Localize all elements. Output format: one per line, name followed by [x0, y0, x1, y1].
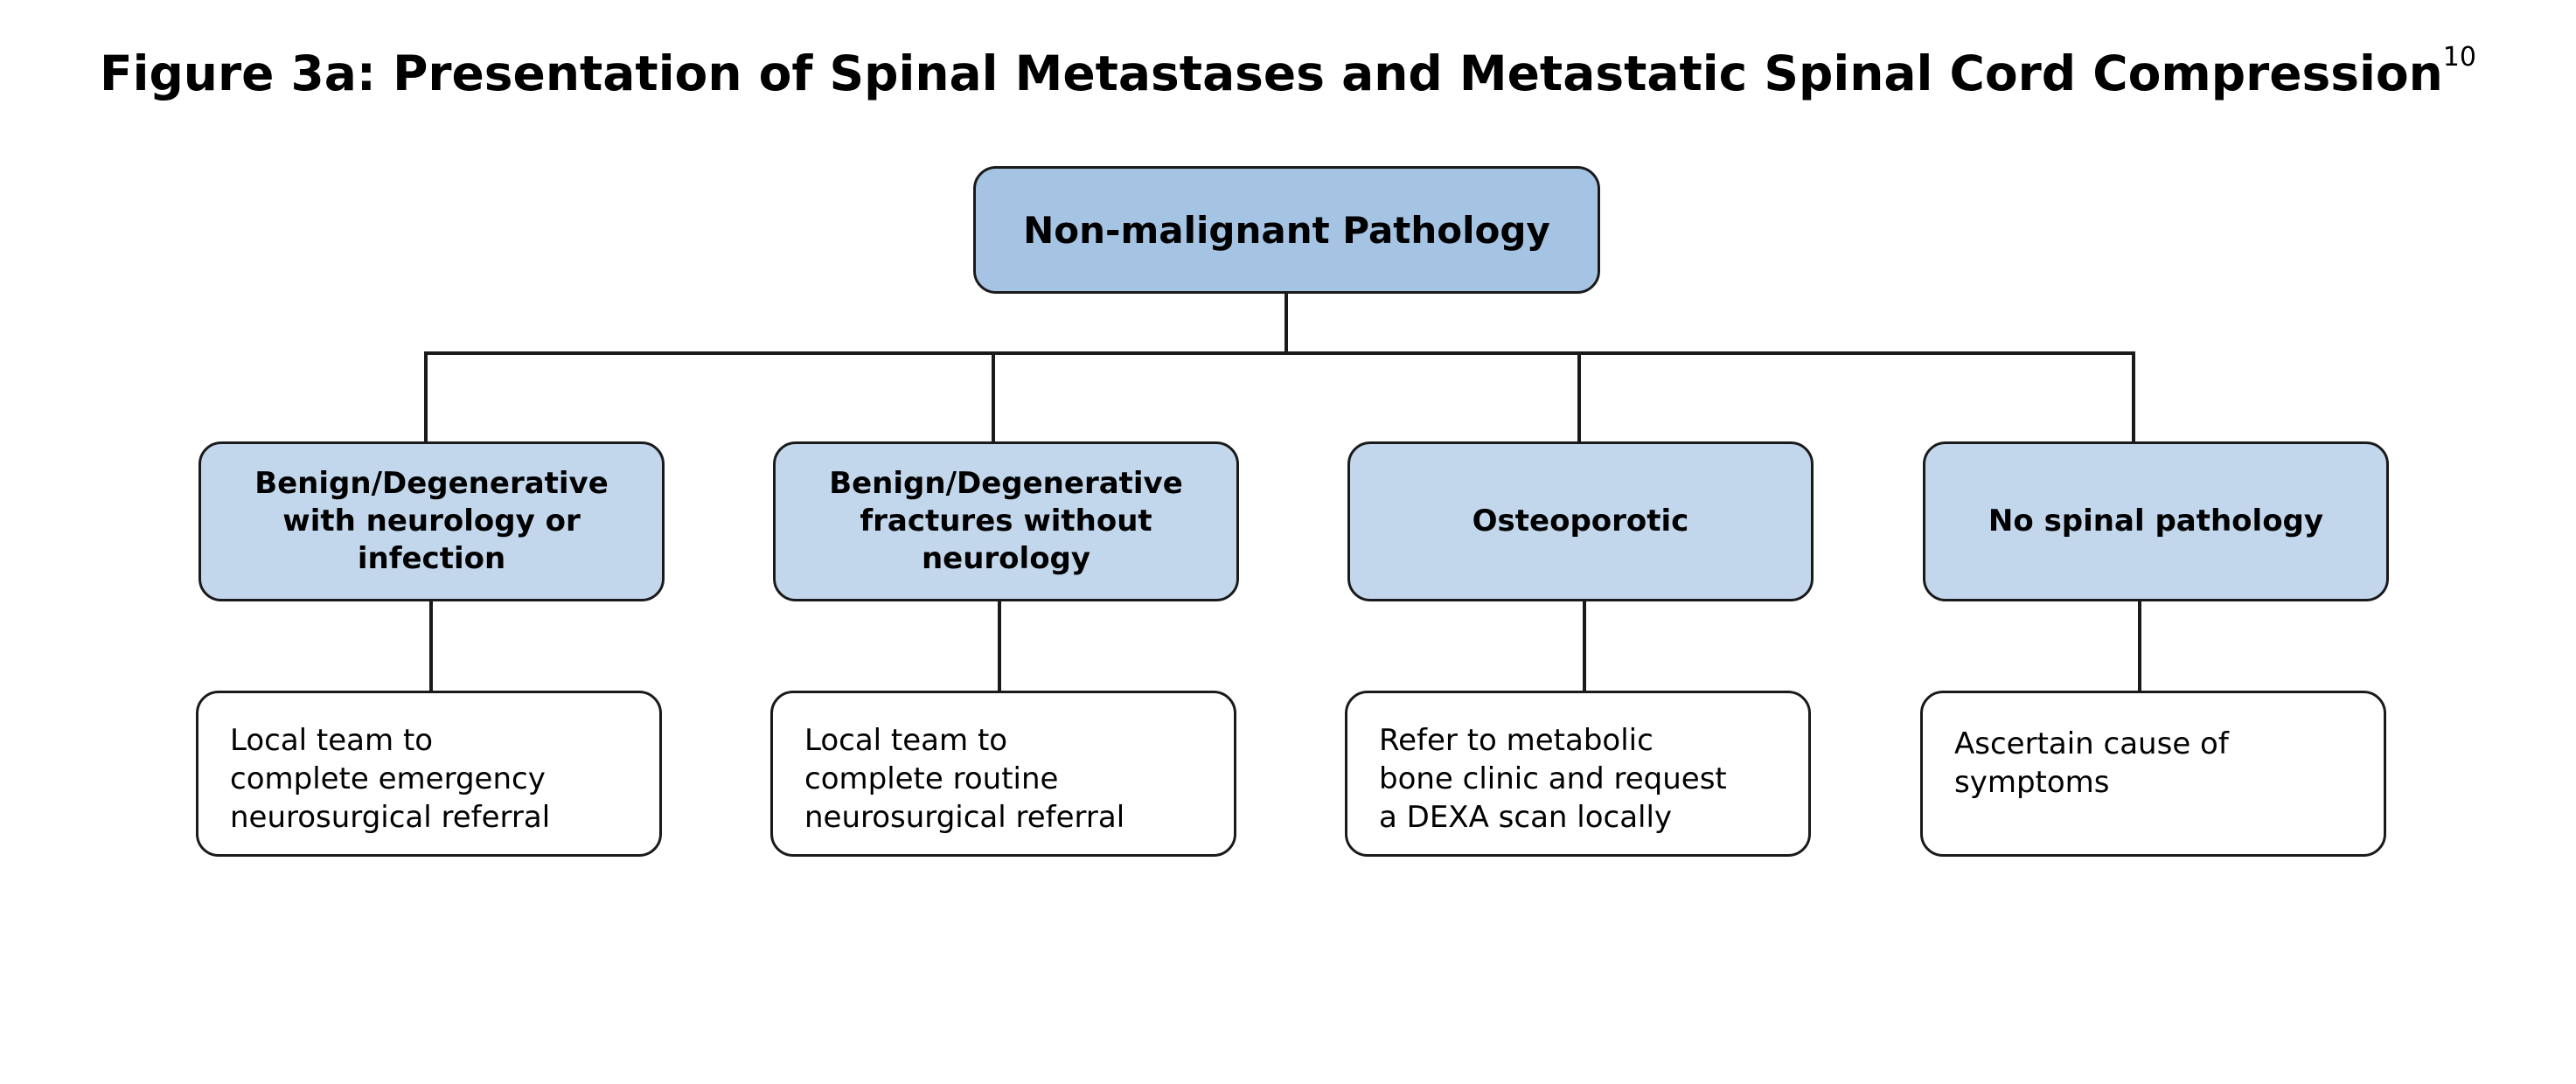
action-node-metabolic-bone-clinic: Refer to metabolic bone clinic and reque…: [1345, 691, 1811, 857]
figure-title: Figure 3a: Presentation of Spinal Metast…: [0, 38, 2576, 108]
action-node-text: Ascertain cause of symptoms: [1954, 726, 2229, 800]
category-node-no-spinal-pathology: No spinal pathology: [1923, 441, 2389, 601]
category-node-osteoporotic: Osteoporotic: [1347, 441, 1814, 601]
action-node-text: Local team to complete routine neurosurg…: [804, 723, 1125, 835]
category-node-label: Osteoporotic: [1472, 504, 1689, 539]
category-node-benign-degenerative-fractures: Benign/Degenerative fractures without ne…: [773, 441, 1239, 601]
figure-title-reference: 10: [2442, 42, 2476, 73]
figure-title-text: Figure 3a: Presentation of Spinal Metast…: [100, 45, 2443, 101]
root-node-box: Non-malignant Pathology: [973, 166, 1600, 294]
category-node-label: Benign/Degenerative fractures without ne…: [829, 466, 1183, 576]
category-node-benign-degenerative-with-neurology: Benign/Degenerative with neurology or in…: [198, 441, 665, 601]
action-node-text: Local team to complete emergency neurosu…: [230, 723, 551, 835]
action-node-emergency-referral: Local team to complete emergency neurosu…: [196, 691, 662, 857]
category-node-label: No spinal pathology: [1988, 504, 2324, 539]
category-node-label: Benign/Degenerative with neurology or in…: [254, 466, 609, 576]
action-node-routine-referral: Local team to complete routine neurosurg…: [770, 691, 1236, 857]
action-node-text: Refer to metabolic bone clinic and reque…: [1379, 723, 1727, 835]
action-node-ascertain-cause: Ascertain cause of symptoms: [1920, 691, 2386, 857]
root-node-label: Non-malignant Pathology: [1023, 208, 1550, 252]
